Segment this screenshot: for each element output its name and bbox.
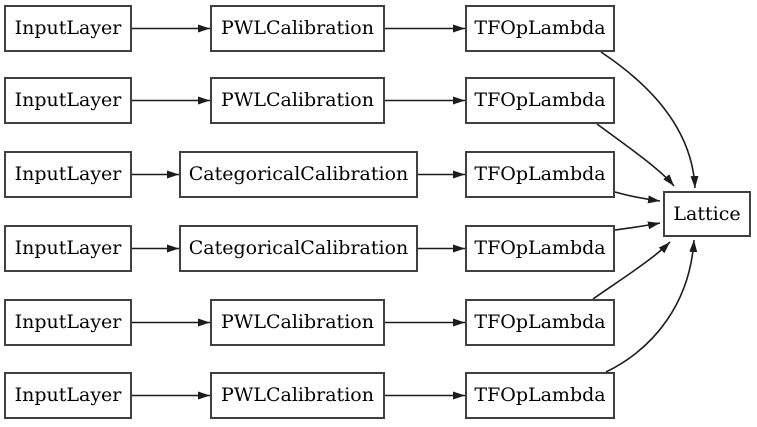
node-input-layer-4: InputLayer (4, 225, 132, 272)
node-tfop-lambda-5: TFOpLambda (465, 299, 615, 346)
node-input-layer-6: InputLayer (4, 372, 132, 419)
node-tfop-lambda-4: TFOpLambda (465, 225, 615, 272)
node-tfop-lambda-2: TFOpLambda (465, 77, 615, 124)
node-input-layer-2: InputLayer (4, 77, 132, 124)
node-pwl-calibration-3: PWLCalibration (210, 299, 385, 346)
node-lattice: Lattice (663, 191, 751, 237)
node-pwl-calibration-2: PWLCalibration (210, 77, 385, 124)
edge-lambda1-lattice (600, 51, 699, 189)
edge-lambda4-lattice (614, 221, 661, 231)
node-categorical-calibration-2: CategoricalCalibration (179, 225, 418, 272)
node-pwl-calibration-1: PWLCalibration (210, 5, 385, 52)
edge-lambda3-lattice (614, 191, 661, 204)
node-input-layer-5: InputLayer (4, 299, 132, 346)
node-categorical-calibration-1: CategoricalCalibration (179, 151, 418, 198)
node-input-layer-3: InputLayer (4, 151, 132, 198)
node-pwl-calibration-4: PWLCalibration (210, 372, 385, 419)
node-tfop-lambda-1: TFOpLambda (465, 5, 615, 52)
node-input-layer-1: InputLayer (4, 5, 132, 52)
edge-lambda6-lattice (605, 239, 698, 373)
node-tfop-lambda-6: TFOpLambda (465, 372, 615, 419)
node-tfop-lambda-3: TFOpLambda (465, 151, 615, 198)
